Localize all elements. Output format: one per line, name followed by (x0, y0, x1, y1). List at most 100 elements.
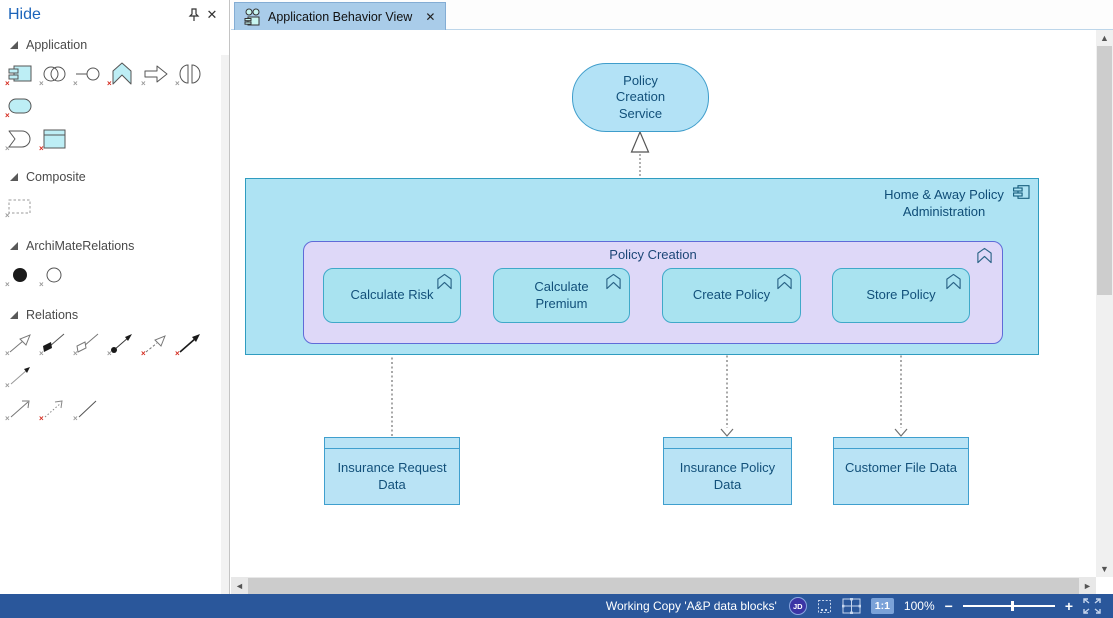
junction-icon-row: × × (0, 257, 229, 290)
node-data-insurance-policy[interactable]: Insurance Policy Data (663, 437, 792, 505)
application-view-icon (244, 8, 260, 25)
function-chevron-icon (777, 273, 792, 290)
node-function-store-policy[interactable]: Store Policy (832, 268, 970, 323)
application-process-icon[interactable]: × (141, 60, 170, 88)
user-avatar[interactable]: JD (788, 597, 807, 615)
node-label: Insurance Request Data (337, 460, 447, 492)
realization-relation-icon[interactable]: × (141, 330, 170, 358)
status-bar: Working Copy 'A&P data blocks' JD 1:1 10… (0, 594, 1113, 618)
node-label: Policy Creation Service (615, 73, 666, 121)
function-chevron-icon (946, 273, 961, 290)
zoom-in-button[interactable]: + (1064, 598, 1073, 614)
zoom-out-button[interactable]: − (944, 598, 953, 614)
flow-relation-icon[interactable]: × (5, 395, 34, 423)
serving-relation-icon[interactable]: × (5, 362, 34, 390)
diagram-canvas[interactable]: Policy Creation Service Home & Away Poli… (231, 30, 1096, 577)
assignment-relation-icon[interactable]: × (107, 330, 136, 358)
expander-icon (10, 173, 18, 181)
access-relation-icon[interactable]: × (39, 395, 68, 423)
node-data-insurance-request[interactable]: Insurance Request Data (324, 437, 460, 505)
section-label: Composite (26, 170, 86, 184)
triggering-relation-icon[interactable]: × (175, 330, 204, 358)
window-panes-icon[interactable] (841, 598, 861, 614)
application-icon-row-1: × × × × × × × (0, 56, 229, 121)
zoom-slider[interactable] (962, 600, 1055, 612)
function-chevron-icon (437, 273, 452, 290)
junction-icon[interactable]: × (5, 261, 34, 289)
close-icon[interactable]: ✕ (206, 7, 218, 22)
node-application-service[interactable]: Policy Creation Service (572, 63, 709, 132)
section-header-composite[interactable]: Composite (0, 162, 229, 188)
node-label: Customer File Data (845, 460, 957, 475)
node-label: Calculate Risk (350, 287, 434, 303)
application-service-icon[interactable]: × (5, 92, 34, 120)
node-label: Home & Away Policy Administration (884, 187, 1004, 219)
scroll-left-icon[interactable]: ◄ (235, 581, 244, 591)
data-object-header-band (664, 438, 791, 449)
data-object-icon[interactable]: × (39, 125, 68, 153)
application-interface-icon[interactable]: × (73, 60, 102, 88)
application-interaction-icon[interactable]: × (175, 60, 204, 88)
application-component-icon[interactable]: × (5, 60, 34, 88)
node-function-create-policy[interactable]: Create Policy (662, 268, 801, 323)
vertical-scrollbar[interactable]: ▲ ▼ (1096, 30, 1113, 577)
scroll-up-icon[interactable]: ▲ (1100, 33, 1109, 43)
section-header-relations[interactable]: Relations (0, 300, 229, 326)
horizontal-scrollbar[interactable]: ◄ ► (231, 577, 1096, 595)
component-icon (1013, 185, 1030, 199)
data-object-header-band (834, 438, 968, 449)
working-copy-label: Working Copy 'A&P data blocks' (605, 599, 777, 613)
composite-icon-row: × (0, 188, 229, 221)
node-label: Policy Creation (609, 247, 697, 262)
vertical-scrollbar-thumb[interactable] (1097, 46, 1112, 295)
data-object-header-band (325, 438, 459, 449)
pin-icon[interactable] (185, 6, 203, 24)
selection-grid-icon[interactable] (817, 599, 832, 614)
scroll-down-icon[interactable]: ▼ (1100, 564, 1109, 574)
relations-icon-row-2: × × × (0, 391, 229, 424)
node-label: Calculate Premium (534, 279, 589, 311)
section-header-application[interactable]: Application (0, 30, 229, 56)
expander-icon (10, 242, 18, 250)
palette-scrollbar[interactable] (221, 55, 229, 594)
association-relation-icon[interactable]: × (73, 395, 102, 423)
expander-icon (10, 311, 18, 319)
node-application-component[interactable]: Home & Away Policy Administration Policy… (245, 178, 1039, 355)
application-function-icon[interactable]: × (107, 60, 136, 88)
node-label: Store Policy (866, 287, 936, 303)
palette-header: Hide ✕ (0, 0, 229, 30)
composition-relation-icon[interactable]: × (39, 330, 68, 358)
node-label: Insurance Policy Data (679, 460, 776, 492)
aggregation-relation-icon[interactable]: × (73, 330, 102, 358)
scroll-right-icon[interactable]: ► (1083, 581, 1092, 591)
application-event-icon[interactable]: × (5, 125, 34, 153)
node-function-calculate-premium[interactable]: Calculate Premium (493, 268, 630, 323)
fullscreen-icon[interactable] (1083, 598, 1101, 614)
section-label: ArchiMateRelations (26, 239, 135, 253)
function-chevron-icon (977, 247, 992, 264)
node-function-calculate-risk[interactable]: Calculate Risk (323, 268, 461, 323)
expander-icon (10, 41, 18, 49)
application-collaboration-icon[interactable]: × (39, 60, 68, 88)
tab-bar: Application Behavior View ✕ (231, 0, 1113, 30)
node-data-customer-file[interactable]: Customer File Data (833, 437, 969, 505)
horizontal-scrollbar-thumb[interactable] (248, 578, 1079, 594)
grouping-icon[interactable]: × (5, 192, 34, 220)
tab-application-behavior-view[interactable]: Application Behavior View ✕ (234, 2, 447, 30)
tab-close-icon[interactable]: ✕ (425, 9, 436, 24)
zoom-one-to-one-button[interactable]: 1:1 (870, 598, 894, 614)
palette-title[interactable]: Hide (8, 6, 41, 23)
node-label: Create Policy (692, 287, 771, 303)
or-junction-icon[interactable]: × (39, 261, 68, 289)
relations-icon-row-1: × × × × × × × (0, 326, 229, 391)
section-label: Relations (26, 308, 79, 322)
tab-label: Application Behavior View (268, 9, 413, 24)
zoom-slider-thumb[interactable] (1010, 601, 1014, 611)
specialization-relation-icon[interactable]: × (5, 330, 34, 358)
section-label: Application (26, 38, 88, 52)
zoom-slider-track (962, 605, 1055, 607)
section-header-archimaterelations[interactable]: ArchiMateRelations (0, 231, 229, 257)
function-chevron-icon (606, 273, 621, 290)
application-icon-row-2: × × (0, 121, 229, 154)
